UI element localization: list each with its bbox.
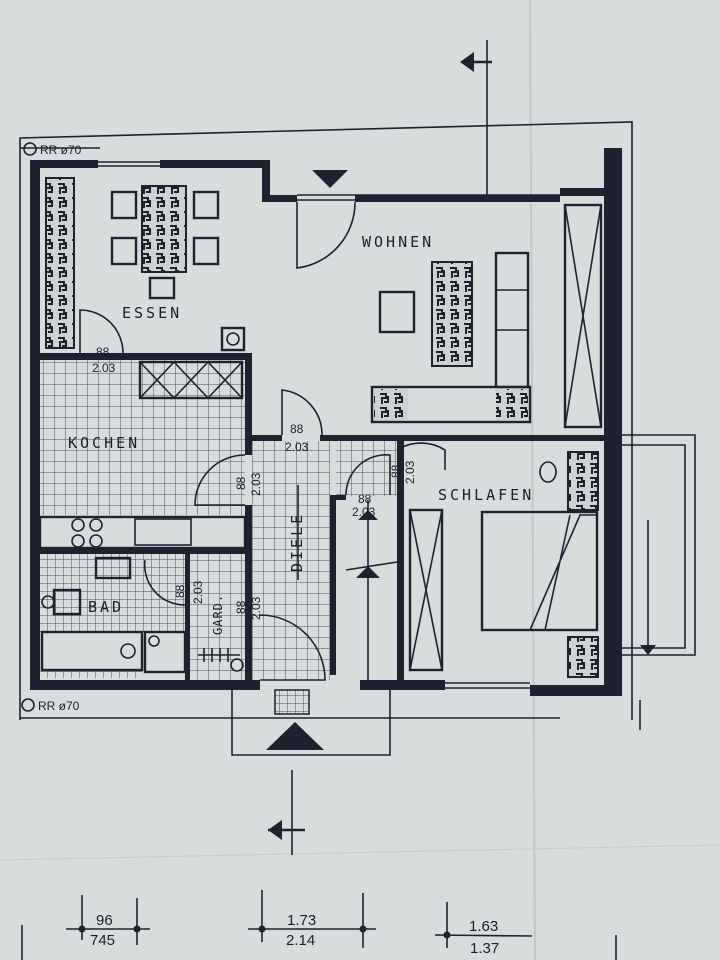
door-width: 88 — [389, 464, 403, 478]
furniture — [38, 177, 603, 680]
hall-tiles-upper — [336, 441, 397, 496]
room-label-kochen: KOCHEN — [68, 434, 140, 452]
chimney-label: RR ø70 — [38, 699, 80, 713]
room-label-schlafen: SCHLAFEN — [438, 486, 534, 504]
door-height: 2.03 — [249, 596, 263, 620]
bath-tiles — [40, 554, 185, 632]
chimney-bottom: RR ø70 — [21, 698, 80, 713]
kitchen-tiles — [40, 360, 245, 515]
section-marker-top — [460, 40, 492, 200]
room-label-garderobe: GARD. — [211, 594, 225, 635]
dim-bottom: 1.37 — [470, 940, 499, 957]
door-dim-wc: 88 2.03 — [352, 492, 376, 519]
door-height: 2.03 — [352, 505, 376, 519]
room-label-wohnen: WOHNEN — [362, 233, 434, 251]
door-dim-schlafen: 88 2.03 — [389, 460, 417, 484]
chimney-top: RR ø70 — [23, 142, 82, 157]
door-width: 88 — [358, 492, 372, 506]
bottom-dimension-2: 1.73 2.14 — [248, 890, 376, 949]
dim-top: 96 — [96, 912, 113, 929]
dim-bottom: 745 — [90, 932, 115, 949]
bottom-dimension-3: 1.63 1.37 — [21, 902, 617, 960]
door-dim-diele-top: 88 2.03 — [285, 422, 309, 454]
dimension-frame — [19, 121, 641, 730]
chimney-label: RR ø70 — [40, 143, 82, 157]
bottom-dimension-1: 96 745 — [66, 895, 150, 949]
dim-bottom: 2.14 — [286, 932, 315, 949]
door-dim-essen: 88 2.03 — [92, 345, 116, 375]
door-dim-kochen: 88 2.03 — [234, 472, 263, 496]
walls — [30, 148, 622, 696]
door-width: 88 — [234, 600, 248, 614]
entrance — [231, 170, 391, 756]
door-width: 88 — [290, 422, 304, 436]
door-height: 2.03 — [249, 472, 263, 496]
room-label-bad: BAD — [88, 598, 124, 616]
door-height: 2.03 — [285, 440, 309, 454]
hall-tiles — [252, 441, 330, 680]
door-dim-garderobe: 88 2.03 — [234, 596, 263, 620]
section-marker-bottom — [268, 770, 305, 855]
door-height: 2.03 — [191, 580, 205, 604]
door-dim-bad: 88 2.03 — [173, 580, 205, 604]
dim-top: 1.73 — [287, 912, 316, 929]
doors — [79, 201, 446, 681]
door-width: 88 — [173, 584, 187, 598]
room-label-essen: ESSEN — [122, 304, 182, 322]
door-height: 2.03 — [92, 361, 116, 375]
balcony — [622, 434, 696, 656]
dim-top: 1.63 — [469, 918, 498, 935]
door-height: 2.03 — [403, 460, 417, 484]
door-width: 88 — [234, 476, 248, 490]
room-label-diele: DIELE — [288, 512, 306, 572]
door-width: 88 — [96, 345, 110, 359]
